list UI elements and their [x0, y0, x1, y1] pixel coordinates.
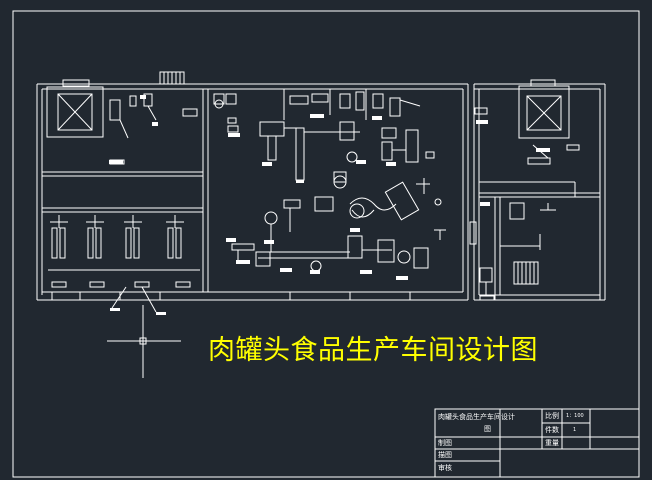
ucs-cross-marker — [107, 305, 181, 378]
title-block-scale-label: 比例 — [545, 412, 559, 420]
title-block-name-line1: 肉罐头食品生产车间设计 — [438, 413, 515, 421]
door-labels-left — [51, 281, 191, 313]
upper-left-fixtures — [109, 93, 198, 165]
title-block-row-drafted: 描图 — [438, 451, 452, 459]
roof-vent — [159, 71, 185, 85]
title-block-count-value: 1 — [573, 427, 577, 433]
stair-right — [518, 79, 570, 139]
equipment-tags — [109, 95, 550, 315]
title-block-name-line2: 图 — [484, 425, 491, 433]
process-equipment — [213, 91, 446, 272]
title-block-weight-label: 重量 — [545, 439, 559, 447]
title-block-count-label: 件数 — [545, 426, 559, 434]
drawing-main-title: 肉罐头食品生产车间设计图 — [208, 335, 538, 366]
title-block-row-drawn: 制图 — [438, 439, 452, 447]
title-block-row-checked: 审核 — [438, 464, 452, 472]
title-block-scale-value: 1：100 — [566, 413, 584, 419]
stair-left — [46, 79, 104, 138]
sheet-outer-border — [12, 10, 640, 478]
title-block — [434, 408, 640, 478]
tank-row — [48, 215, 200, 271]
